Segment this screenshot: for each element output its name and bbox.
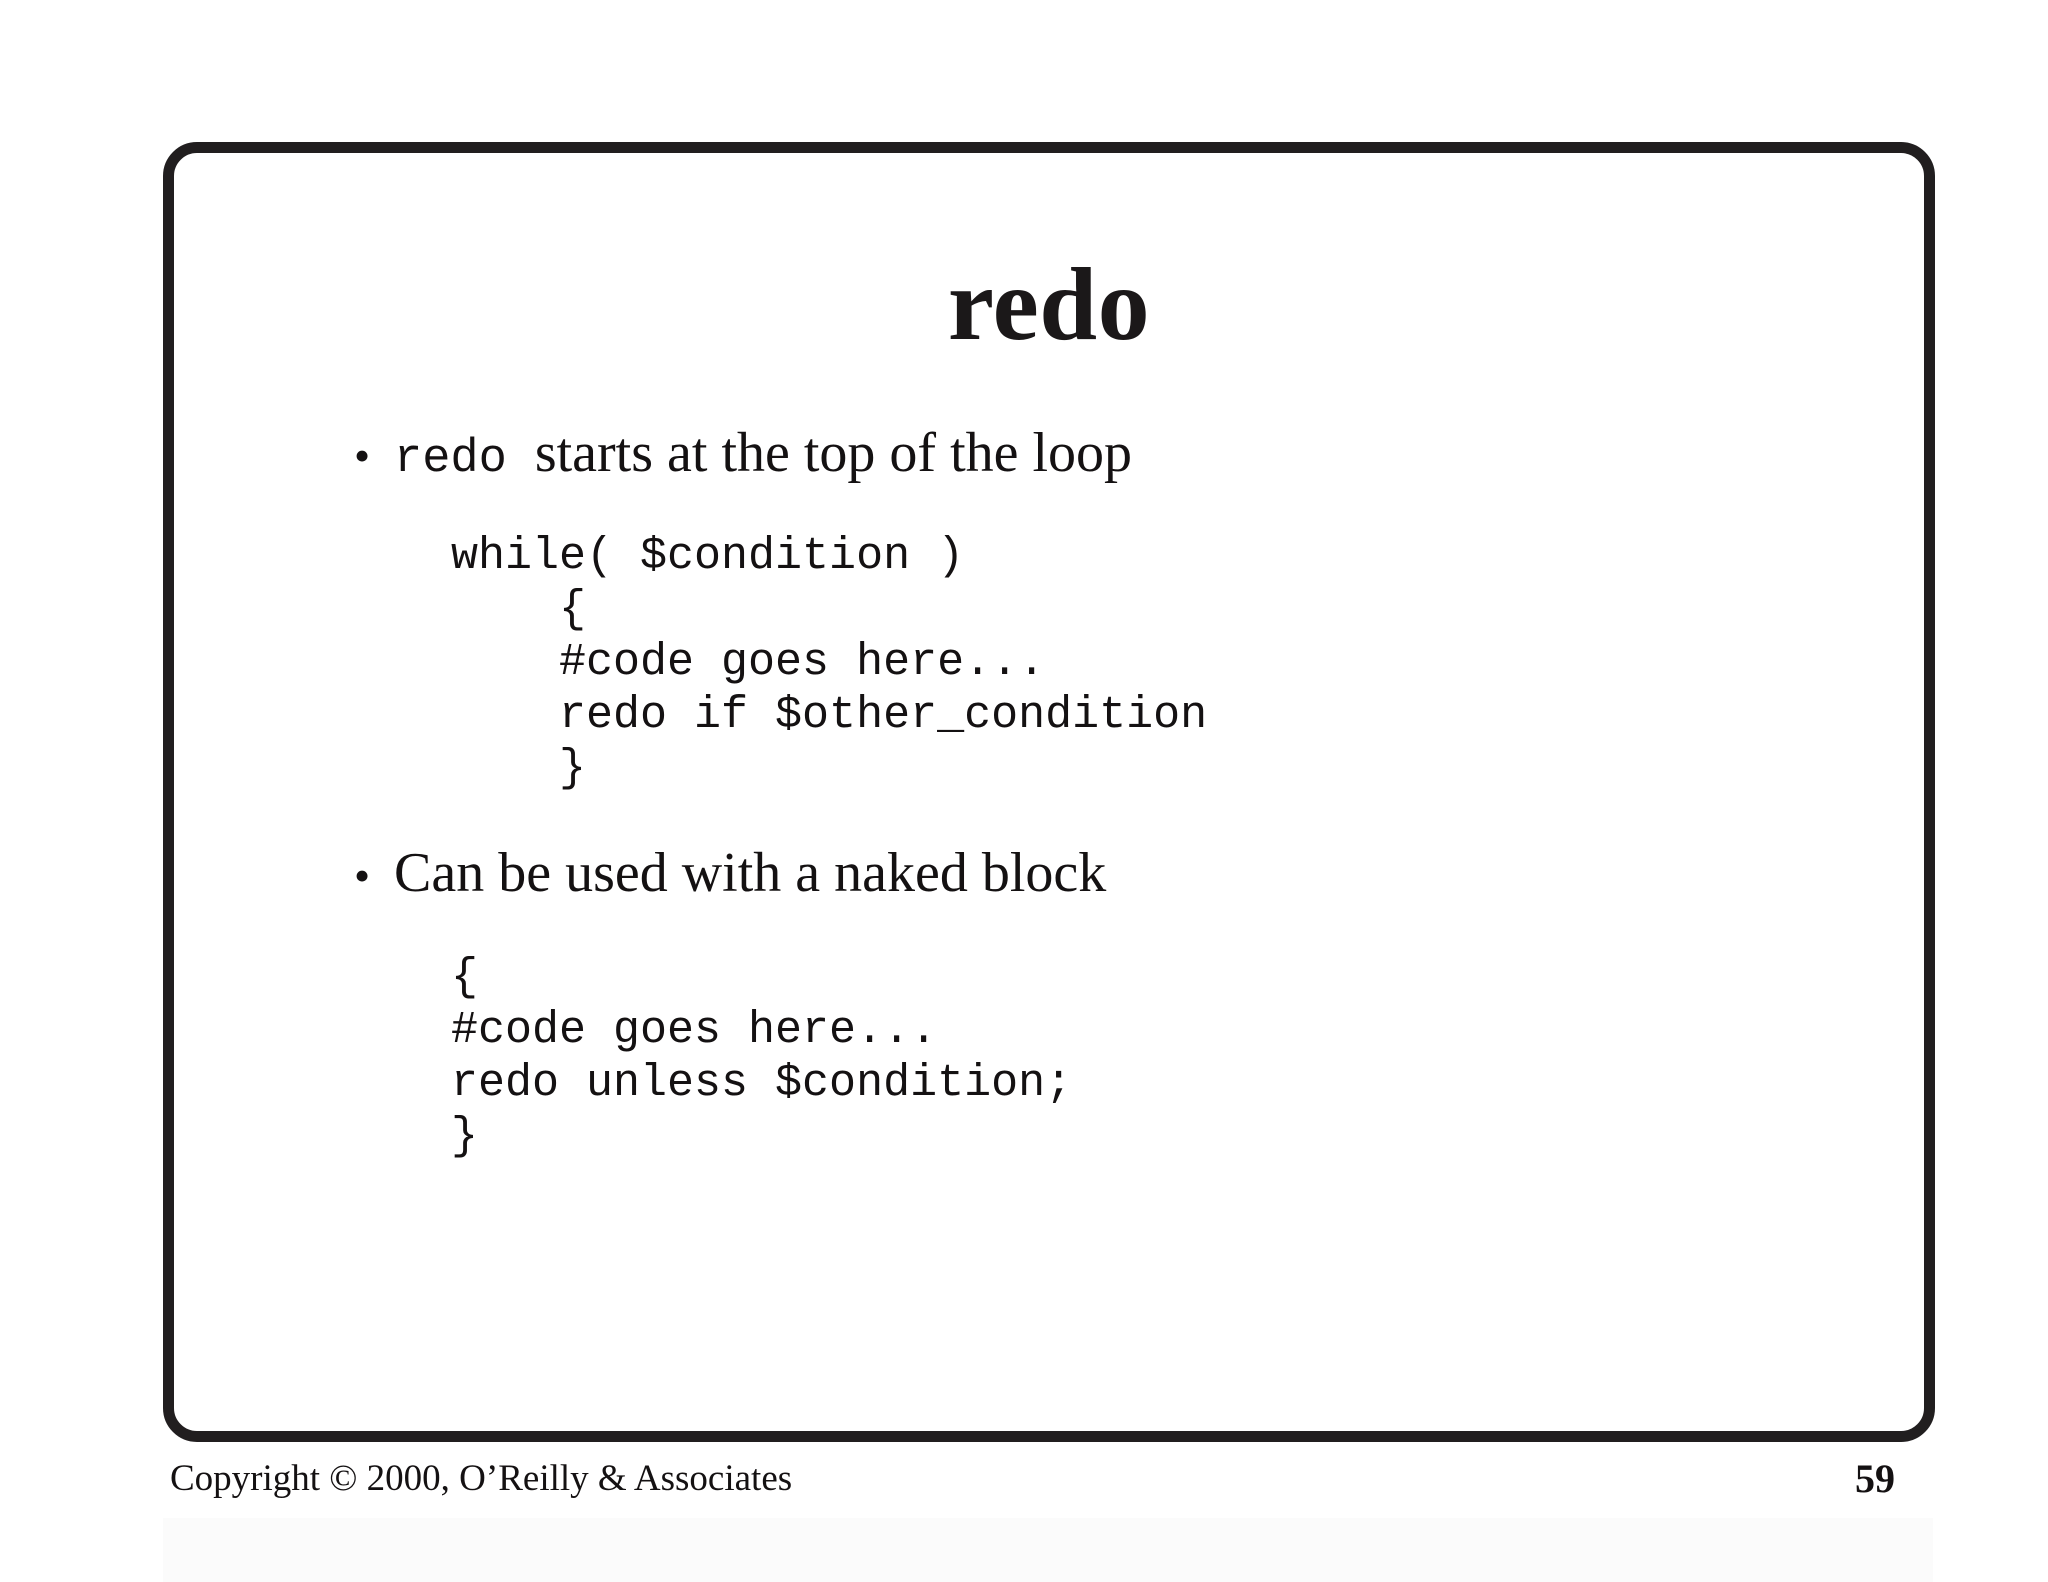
bullet-1-prose: starts at the top of the loop	[506, 422, 1133, 484]
bullet-2-text: Can be used with a naked block	[394, 842, 1107, 905]
bullet-item-naked-block: • Can be used with a naked block	[354, 843, 1864, 905]
slide-title: redo	[947, 247, 1151, 362]
bullet-dot-icon: •	[354, 430, 371, 481]
code-block-while-loop-redo-example: while( $condition ) { #code goes here...…	[451, 530, 1208, 795]
copyright-footer: Copyright © 2000, O’Reilly & Associates	[170, 1458, 793, 1499]
slide-content-area: • redo starts at the top of the loop whi…	[354, 422, 1864, 1163]
page-number: 59	[1855, 1456, 1895, 1501]
slide-frame-border: redo • redo starts at the top of the loo…	[163, 142, 1935, 1442]
code-block-naked-block-redo-example: { #code goes here... redo unless $condit…	[451, 951, 1073, 1163]
bullet-dot-icon: •	[354, 850, 371, 902]
bullet-1-text: redo starts at the top of the loop	[394, 422, 1133, 486]
bullet-item-redo-starts: • redo starts at the top of the loop	[354, 422, 1864, 486]
page-background-shade	[163, 1518, 1933, 1582]
bullet-1-code-term: redo	[394, 433, 507, 486]
